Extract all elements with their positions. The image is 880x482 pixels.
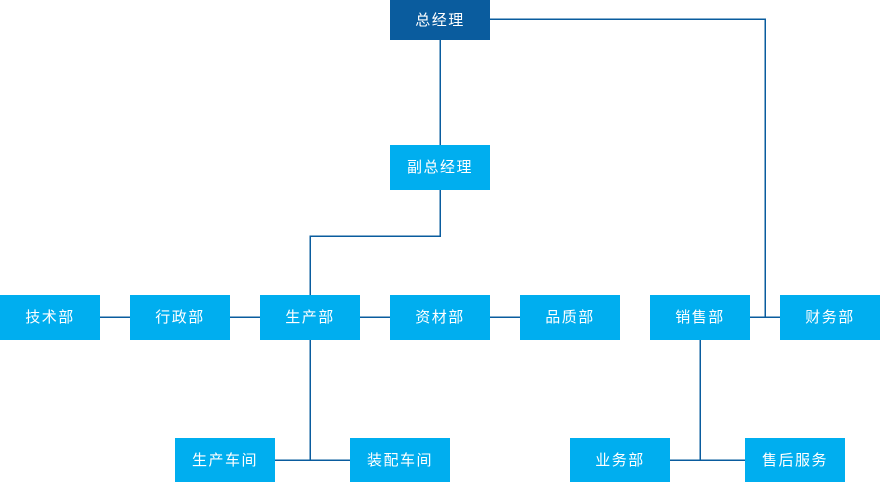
org-node-label: 品质部 <box>545 308 595 326</box>
org-node-label: 资材部 <box>415 308 465 326</box>
org-node-deputy_gm[interactable]: 副总经理 <box>390 145 490 190</box>
org-node-label: 售后服务 <box>761 450 828 469</box>
connector-sales-to-units <box>670 340 745 461</box>
connector-gm-to-right-trunk <box>490 18 766 317</box>
org-node-aftersales[interactable]: 售后服务 <box>745 438 845 482</box>
org-node-quality[interactable]: 品质部 <box>520 295 620 340</box>
org-node-sales[interactable]: 销售部 <box>650 295 750 340</box>
org-node-label: 行政部 <box>155 308 205 326</box>
org-node-label: 生产车间 <box>191 450 258 469</box>
org-node-label: 生产部 <box>285 308 335 326</box>
org-node-production[interactable]: 生产部 <box>260 295 360 340</box>
org-node-assy_shop[interactable]: 装配车间 <box>350 438 450 482</box>
org-node-label: 技术部 <box>25 308 75 326</box>
org-node-label: 财务部 <box>805 308 855 326</box>
org-node-admin[interactable]: 行政部 <box>130 295 230 340</box>
org-node-materials[interactable]: 资材部 <box>390 295 490 340</box>
org-node-label: 业务部 <box>595 450 645 469</box>
org-node-label: 副总经理 <box>406 158 473 176</box>
org-node-label: 装配车间 <box>366 450 433 469</box>
connector-deputy-to-prod <box>309 190 441 295</box>
org-node-label: 总经理 <box>415 10 465 29</box>
org-node-prod_shop[interactable]: 生产车间 <box>175 438 275 482</box>
org-node-gm[interactable]: 总经理 <box>390 0 490 40</box>
org-node-finance[interactable]: 财务部 <box>780 295 880 340</box>
org-node-label: 销售部 <box>675 308 725 326</box>
org-node-business[interactable]: 业务部 <box>570 438 670 482</box>
org-node-tech[interactable]: 技术部 <box>0 295 100 340</box>
